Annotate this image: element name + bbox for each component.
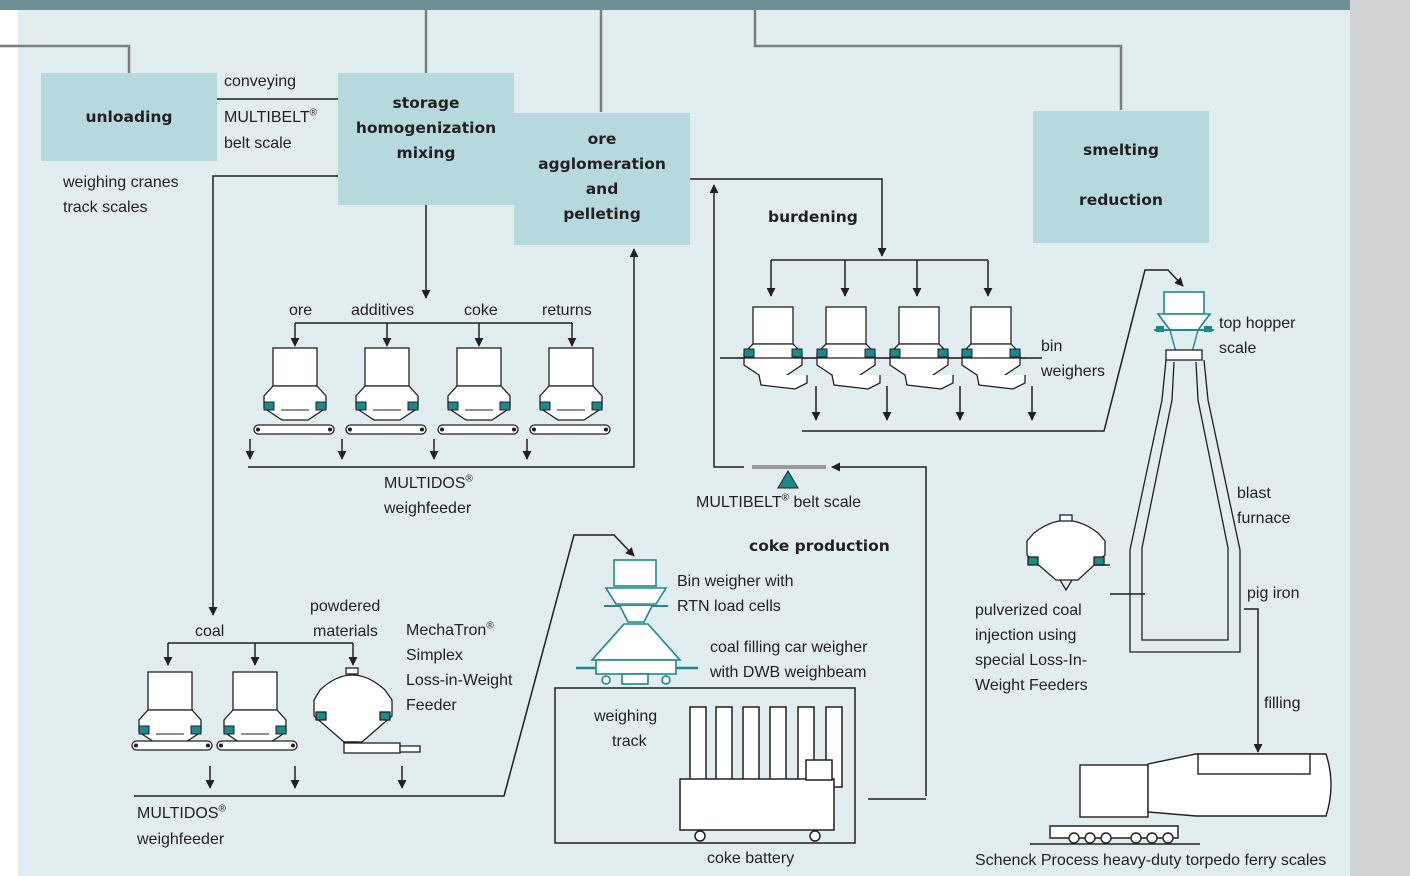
pulverized-line-1: pulverized coal xyxy=(975,602,1082,619)
top-hopper-line-1: top hopper xyxy=(1219,315,1296,332)
smelting-label: smelting xyxy=(1082,141,1160,159)
weighing-track-line-2: track xyxy=(612,733,647,750)
weighfeeder-bottom-suffix: weighfeeder xyxy=(137,831,225,848)
ore-line-4: pelleting xyxy=(563,205,641,223)
powdered-line-1: powdered xyxy=(310,598,381,615)
coke-battery-label: coke battery xyxy=(707,850,795,867)
bin-weigher-rtn-line-2: RTN load cells xyxy=(677,598,781,615)
belt-scale-symbol xyxy=(752,465,826,489)
torpedo-ferry-caption: Schenck Process heavy-duty torpedo ferry… xyxy=(975,852,1327,869)
powdered-line-2: materials xyxy=(313,623,378,640)
belt-scale-mid-label: MULTIBELT® belt scale xyxy=(696,490,861,515)
pulverized-line-4: Weight Feeders xyxy=(975,677,1088,694)
registered-mark: ® xyxy=(309,107,318,119)
storage-box: storage homogenization mixing xyxy=(338,78,514,178)
conveying-label: conveying xyxy=(224,73,297,90)
top-hopper-line-2: scale xyxy=(1219,340,1257,357)
storage-line-1: storage xyxy=(392,93,460,112)
pulverized-line-2: injection using xyxy=(975,627,1077,644)
mechatron-line-1: Simplex xyxy=(406,647,463,664)
unloading-label: unloading xyxy=(85,107,173,126)
weighfeeder-top-brand: MULTIDOS® xyxy=(384,471,473,496)
right-sidebar xyxy=(1350,0,1410,876)
feed-coke-label: coke xyxy=(464,302,498,319)
torpedo-ferry xyxy=(1030,753,1332,845)
feed-additives-label: additives xyxy=(351,302,415,319)
conveying-belt-scale: MULTIBELT® xyxy=(224,105,317,130)
brand-text: MULTIDOS xyxy=(137,805,219,822)
brand-text: MULTIBELT xyxy=(696,494,782,511)
coke-battery xyxy=(554,687,856,844)
brand-text: MechaTron xyxy=(406,622,487,639)
storage-line-3: mixing xyxy=(396,143,456,162)
weighfeeder-top-suffix: weighfeeder xyxy=(384,500,472,517)
coke-production-heading: coke production xyxy=(749,537,890,555)
blast-furnace-line-2: furnace xyxy=(1237,510,1291,527)
ore-line-3: and xyxy=(585,180,619,198)
top-photo-strip xyxy=(0,0,1410,10)
left-margin xyxy=(0,10,18,876)
weighing-cranes-label: weighing cranes xyxy=(63,174,179,191)
registered-mark: ® xyxy=(781,492,790,504)
pig-iron-label: pig iron xyxy=(1247,585,1300,602)
brand-text: MULTIDOS xyxy=(384,475,466,492)
unloading-box-bg xyxy=(41,73,217,161)
track-scales-label: track scales xyxy=(63,199,148,216)
registered-mark: ® xyxy=(465,473,473,485)
mechatron-line-3: Feeder xyxy=(406,697,457,714)
blast-furnace xyxy=(1129,291,1241,653)
storage-box-bg xyxy=(338,73,514,205)
top-connectors xyxy=(0,10,1123,112)
bin-weighers-line-2: weighers xyxy=(1041,363,1106,380)
pulverized-line-3: special Loss-In- xyxy=(975,652,1088,669)
burdening-heading: burdening xyxy=(768,208,858,226)
coal-filling-line-2: with DWB weighbeam xyxy=(710,664,867,681)
registered-mark: ® xyxy=(218,803,226,815)
storage-line-2: homogenization xyxy=(355,118,497,137)
coal-label: coal xyxy=(195,623,225,640)
ore-box-bg xyxy=(514,113,690,245)
pulverized-coal-feeder xyxy=(1026,514,1106,592)
feed-returns-label: returns xyxy=(542,302,592,319)
bin-weigher-rtn xyxy=(576,559,698,694)
filling-label: filling xyxy=(1264,695,1301,712)
coal-filling-line-1: coal filling car weigher xyxy=(710,639,868,656)
belt-scale-suffix: belt scale xyxy=(789,494,862,511)
mechatron-feeder xyxy=(313,667,421,754)
conveying-belt-scale-suffix: belt scale xyxy=(224,135,292,152)
mechatron-line-2: Loss-in-Weight xyxy=(406,672,513,689)
smelting-box-bg xyxy=(1033,111,1209,243)
weighfeeder-bottom-brand: MULTIDOS® xyxy=(137,801,226,826)
ore-line-1: ore xyxy=(587,130,617,148)
unloading-box: unloading xyxy=(41,73,217,161)
flow-lines xyxy=(134,98,1263,800)
feed-ore-label: ore xyxy=(289,302,313,319)
registered-mark: ® xyxy=(486,620,494,632)
bin-weigher-rtn-line-1: Bin weigher with xyxy=(677,573,794,590)
ore-line-2: agglomeration xyxy=(538,155,666,173)
ore-box: ore agglomeration and pelleting xyxy=(514,125,690,229)
brand-text: MULTIBELT xyxy=(224,109,310,126)
mechatron-brand: MechaTron® xyxy=(406,618,494,643)
reduction-label: reduction xyxy=(1079,191,1163,209)
blast-furnace-line-1: blast xyxy=(1237,485,1271,502)
bin-weighers-line-1: bin xyxy=(1041,338,1063,355)
weighing-track-line-1: weighing xyxy=(594,708,658,725)
